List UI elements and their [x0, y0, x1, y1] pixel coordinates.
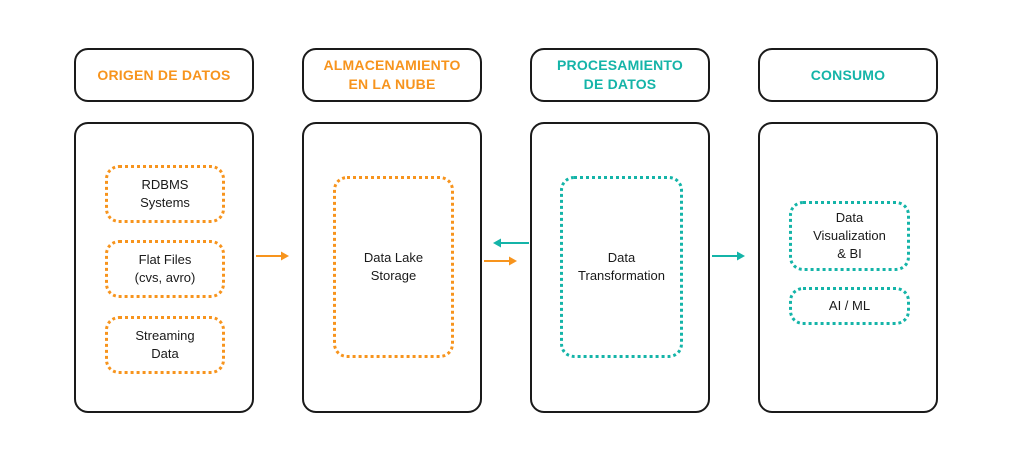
item-data-visualization-bi: Data Visualization & BI [789, 201, 910, 271]
arrow-almacenamiento-to-procesamiento [484, 256, 517, 266]
panel-origen-de-datos: RDBMS Systems Flat Files (cvs, avro) Str… [74, 122, 254, 413]
arrow-origen-to-almacenamiento [256, 251, 289, 261]
item-streaming-data: Streaming Data [105, 316, 225, 374]
arrow-procesamiento-to-almacenamiento [493, 238, 529, 248]
arrow-procesamiento-to-consumo [712, 251, 745, 261]
header-almacenamiento: ALMACENAMIENTO EN LA NUBE [302, 48, 482, 102]
item-data-lake-storage: Data Lake Storage [333, 176, 454, 358]
header-origen-de-datos: ORIGEN DE DATOS [74, 48, 254, 102]
item-ai-ml: AI / ML [789, 287, 910, 325]
panel-procesamiento: Data Transformation [530, 122, 710, 413]
panel-consumo: Data Visualization & BI AI / ML [758, 122, 938, 413]
header-consumo: CONSUMO [758, 48, 938, 102]
header-procesamiento: PROCESAMIENTO DE DATOS [530, 48, 710, 102]
item-flat-files: Flat Files (cvs, avro) [105, 240, 225, 298]
panel-almacenamiento: Data Lake Storage [302, 122, 482, 413]
item-rdbms-systems: RDBMS Systems [105, 165, 225, 223]
item-data-transformation: Data Transformation [560, 176, 683, 358]
